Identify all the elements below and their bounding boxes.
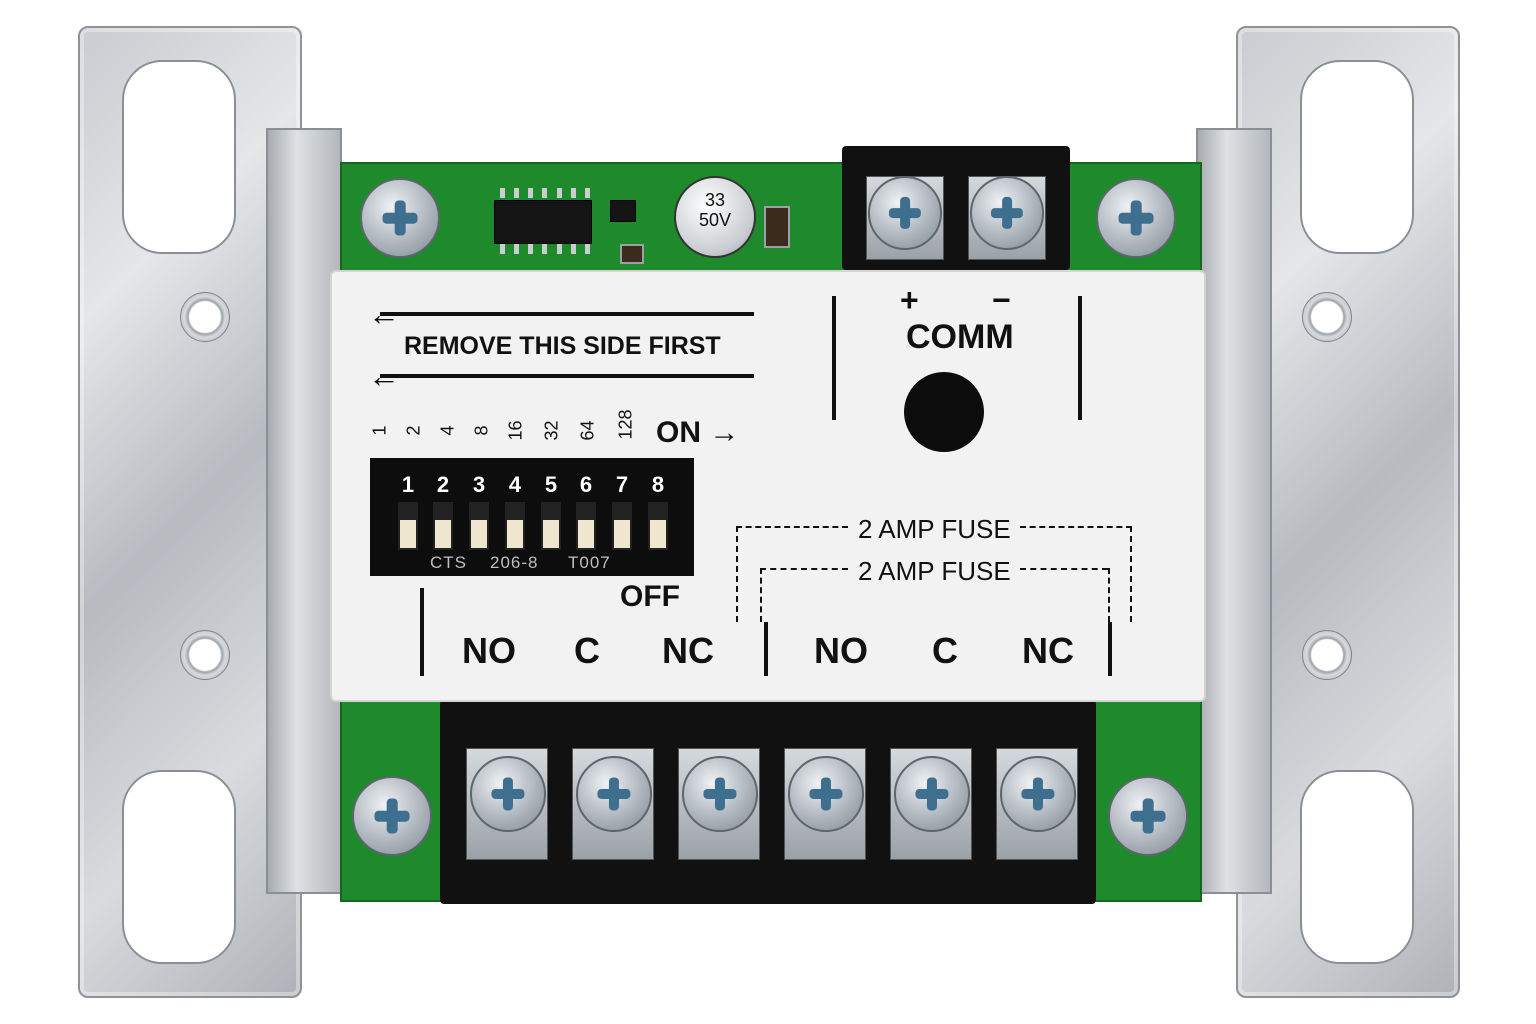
- dip-toggle-4[interactable]: [505, 502, 525, 550]
- pcb-screw-icon: [1108, 776, 1188, 856]
- fuse-outline-2-right: [1108, 568, 1110, 622]
- capacitor-voltage: 50V: [698, 210, 732, 230]
- comm-minus-terminal-screw-icon[interactable]: [970, 176, 1044, 250]
- dip-position-number: 7: [615, 472, 629, 497]
- fuse-outline-2-left: [760, 568, 762, 622]
- relay-divider-left: [420, 588, 424, 676]
- dip-value-label: 32: [541, 420, 562, 441]
- arrow-head-icon: ←: [368, 358, 400, 394]
- comm-divider-left: [832, 296, 836, 420]
- ic-chip-pins-top: [500, 188, 590, 198]
- comm-label: COMM: [906, 318, 1014, 356]
- left-bottom-mounting-hole: [180, 630, 230, 680]
- fuse-outline-1-top-left: [736, 526, 848, 528]
- relay-1-no-terminal-screw-icon[interactable]: [470, 756, 546, 832]
- relay-2-c-terminal-screw-icon[interactable]: [894, 756, 970, 832]
- relay-2-nc-label: NC: [1022, 630, 1074, 671]
- fuse-outline-1-right: [1130, 526, 1132, 622]
- comm-minus-label: −: [992, 282, 1011, 318]
- dip-value-label: 2: [403, 425, 424, 436]
- dip-position-number: 3: [472, 472, 486, 497]
- dip-toggle-3[interactable]: [469, 502, 489, 550]
- dip-position-number: 2: [436, 472, 450, 497]
- smd-component: [620, 244, 644, 264]
- left-top-keyhole-slot: [122, 60, 236, 254]
- left-bottom-keyhole-slot: [122, 770, 236, 964]
- ic-chip-pins-bottom: [500, 244, 590, 254]
- relay-divider-middle: [764, 622, 768, 676]
- dip-toggle-8[interactable]: [648, 502, 668, 550]
- pcb-screw-icon: [352, 776, 432, 856]
- dip-position-number: 6: [579, 472, 593, 497]
- relay-terminal-block: [440, 700, 1096, 904]
- dip-marking-model: 206-8: [490, 553, 539, 572]
- electrolytic-capacitor: 33 50V: [674, 176, 756, 258]
- relay-1-no-label: NO: [462, 630, 516, 671]
- fuse-outline-2-top-left: [760, 568, 848, 570]
- dip-on-label: ON →: [656, 416, 740, 449]
- smd-transistor: [610, 200, 636, 222]
- relay-2-no-label: NO: [814, 630, 868, 671]
- fuse-label-1: 2 AMP FUSE: [858, 514, 1011, 544]
- dip-switch: [370, 458, 694, 576]
- remove-arrow-top: [380, 312, 754, 316]
- dip-value-label: 8: [471, 425, 492, 436]
- dip-position-number: 1: [401, 472, 415, 497]
- ic-chip: [494, 200, 592, 244]
- remove-side-label: REMOVE THIS SIDE FIRST: [404, 332, 721, 360]
- relay-2-no-terminal-screw-icon[interactable]: [788, 756, 864, 832]
- dip-toggle-6[interactable]: [576, 502, 596, 550]
- dip-toggle-1[interactable]: [398, 502, 418, 550]
- dip-value-label: 16: [505, 420, 526, 441]
- fuse-outline-2-top-right: [1020, 568, 1108, 570]
- remove-arrow-bottom: [380, 374, 754, 378]
- comm-plus-label: +: [900, 282, 919, 318]
- arrow-head-icon: ←: [368, 296, 400, 332]
- dip-toggle-7[interactable]: [612, 502, 632, 550]
- comm-divider-right: [1078, 296, 1082, 420]
- right-top-keyhole-slot: [1300, 60, 1414, 254]
- pcb-screw-icon: [360, 178, 440, 258]
- dip-value-label: 1: [369, 425, 390, 436]
- left-top-mounting-hole: [180, 292, 230, 342]
- relay-1-nc-label: NC: [662, 630, 714, 671]
- relay-2-nc-terminal-screw-icon[interactable]: [1000, 756, 1076, 832]
- comm-plus-terminal-screw-icon[interactable]: [868, 176, 942, 250]
- dip-position-number: 5: [544, 472, 558, 497]
- fuse-label-2: 2 AMP FUSE: [858, 556, 1011, 586]
- dip-position-number: 8: [651, 472, 665, 497]
- relay-2-c-label: C: [932, 630, 958, 671]
- dip-value-label: 4: [437, 425, 458, 436]
- relay-1-c-terminal-screw-icon[interactable]: [576, 756, 652, 832]
- relay-1-c-label: C: [574, 630, 600, 671]
- right-bottom-keyhole-slot: [1300, 770, 1414, 964]
- dip-value-label: 128: [615, 409, 636, 440]
- dip-off-label: OFF: [620, 580, 680, 613]
- dip-value-label: 64: [577, 420, 598, 441]
- smd-capacitor: [764, 206, 790, 248]
- led-hole: [904, 372, 984, 452]
- left-bracket-flange: [266, 128, 342, 894]
- relay-divider-right: [1108, 622, 1112, 676]
- dip-position-number: 4: [508, 472, 522, 497]
- pcb-screw-icon: [1096, 178, 1176, 258]
- capacitor-value: 33: [704, 190, 726, 210]
- dip-toggle-5[interactable]: [541, 502, 561, 550]
- right-bracket-flange: [1196, 128, 1272, 894]
- fuse-outline-1-left: [736, 526, 738, 622]
- fuse-outline-1-top-right: [1020, 526, 1132, 528]
- right-bottom-mounting-hole: [1302, 630, 1352, 680]
- relay-1-nc-terminal-screw-icon[interactable]: [682, 756, 758, 832]
- dip-toggle-2[interactable]: [433, 502, 453, 550]
- right-top-mounting-hole: [1302, 292, 1352, 342]
- dip-marking-code: T007: [568, 553, 611, 572]
- dip-marking-brand: CTS: [430, 553, 467, 572]
